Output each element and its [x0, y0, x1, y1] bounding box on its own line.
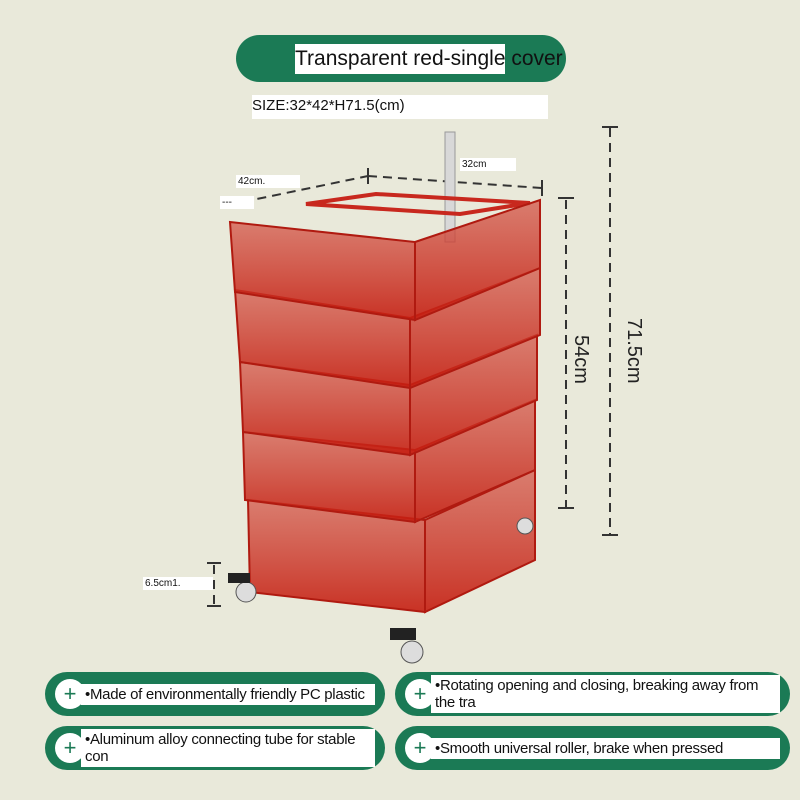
feature-text: •Smooth universal roller, brake when pre… — [431, 737, 780, 759]
lid — [305, 191, 531, 217]
size-highlight — [252, 95, 548, 119]
feature-pill: + •Rotating opening and closing, breakin… — [395, 672, 790, 716]
feature-pill: + •Aluminum alloy connecting tube for st… — [45, 726, 385, 770]
plus-icon: + — [55, 679, 85, 709]
drawers — [228, 198, 541, 614]
product-title: Transparent red-single cover — [295, 47, 563, 70]
plus-icon: + — [405, 733, 435, 763]
feature-pill: + •Made of environmentally friendly PC p… — [45, 672, 385, 716]
feature-text: •Rotating opening and closing, breaking … — [431, 675, 780, 713]
caster-wheels — [228, 517, 534, 664]
feature-pill: + •Smooth universal roller, brake when p… — [395, 726, 790, 770]
product-cart-illustration — [207, 126, 618, 664]
center-pole — [444, 131, 456, 243]
plus-icon: + — [405, 679, 435, 709]
width-label: 32cm — [460, 158, 516, 171]
plus-icon: + — [55, 733, 85, 763]
wheel-height-label: 6.5cm1. — [143, 577, 213, 590]
drawer-height-label: 54cm — [570, 335, 592, 384]
dash-mark-label: --- — [220, 196, 254, 209]
feature-text: •Aluminum alloy connecting tube for stab… — [81, 729, 375, 767]
title-highlight — [295, 44, 505, 74]
total-height-label: 71.5cm — [623, 318, 645, 384]
feature-text: •Made of environmentally friendly PC pla… — [81, 683, 375, 705]
depth-label: 42cm. — [236, 175, 300, 188]
size-spec: SIZE:32*42*H71.5(cm) — [252, 97, 405, 114]
